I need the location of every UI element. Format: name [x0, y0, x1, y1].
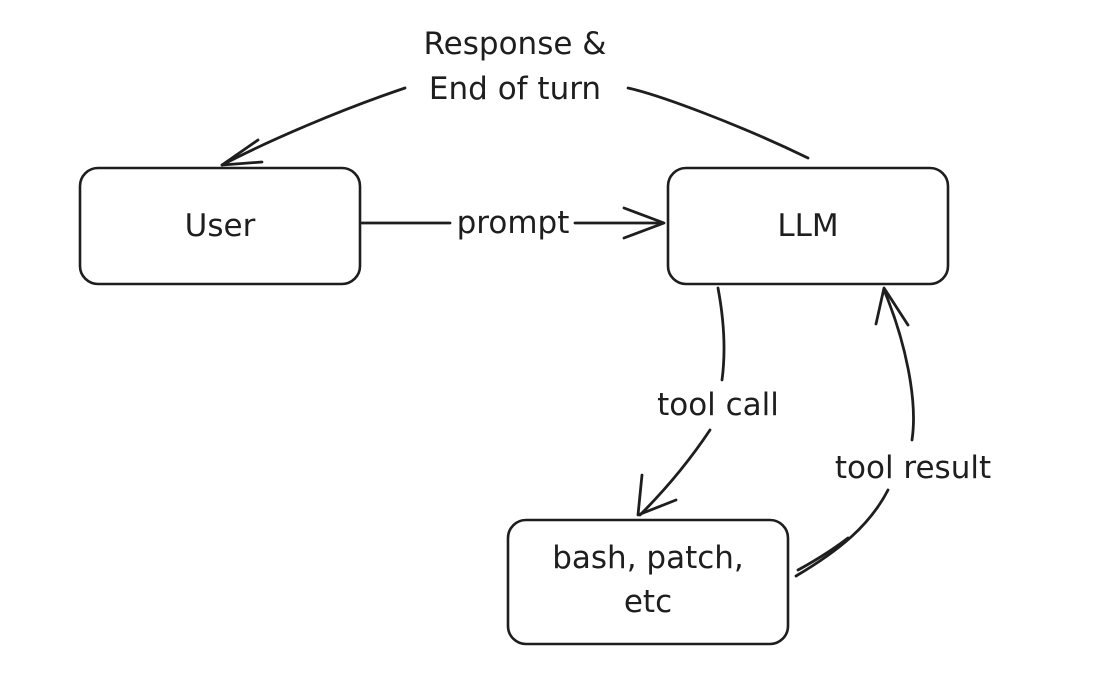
edge-tool-result: tool result	[794, 286, 991, 578]
tool-result-double-stroke	[796, 536, 850, 572]
response-connector	[220, 86, 810, 167]
user-box	[78, 166, 362, 286]
tool-result-label: tool result	[835, 450, 991, 486]
llm-label: LLM	[777, 208, 838, 244]
response-label-line1: Response &	[424, 26, 607, 62]
tool-result-arrowhead	[874, 286, 910, 327]
llm-box	[666, 166, 950, 286]
edge-tool-call: tool call	[636, 286, 779, 517]
edge-prompt: prompt	[360, 205, 666, 241]
tool-call-arrowhead	[636, 473, 678, 517]
response-arrowhead	[220, 138, 264, 167]
node-llm: LLM	[666, 166, 950, 286]
response-label-line2: End of turn	[429, 71, 601, 107]
tool-call-label: tool call	[657, 387, 779, 423]
prompt-label: prompt	[457, 205, 570, 241]
tools-label-line1: bash, patch,	[552, 540, 744, 576]
node-user: User	[78, 166, 362, 286]
node-tools: bash, patch, etc	[506, 518, 790, 646]
edge-response: Response & End of turn	[220, 26, 810, 167]
prompt-arrowhead	[622, 206, 666, 240]
tool-call-connector	[638, 286, 726, 517]
tools-label-line2: etc	[624, 584, 672, 620]
tools-box	[506, 518, 790, 646]
user-label: User	[185, 208, 256, 244]
tool-result-connector	[794, 288, 915, 578]
